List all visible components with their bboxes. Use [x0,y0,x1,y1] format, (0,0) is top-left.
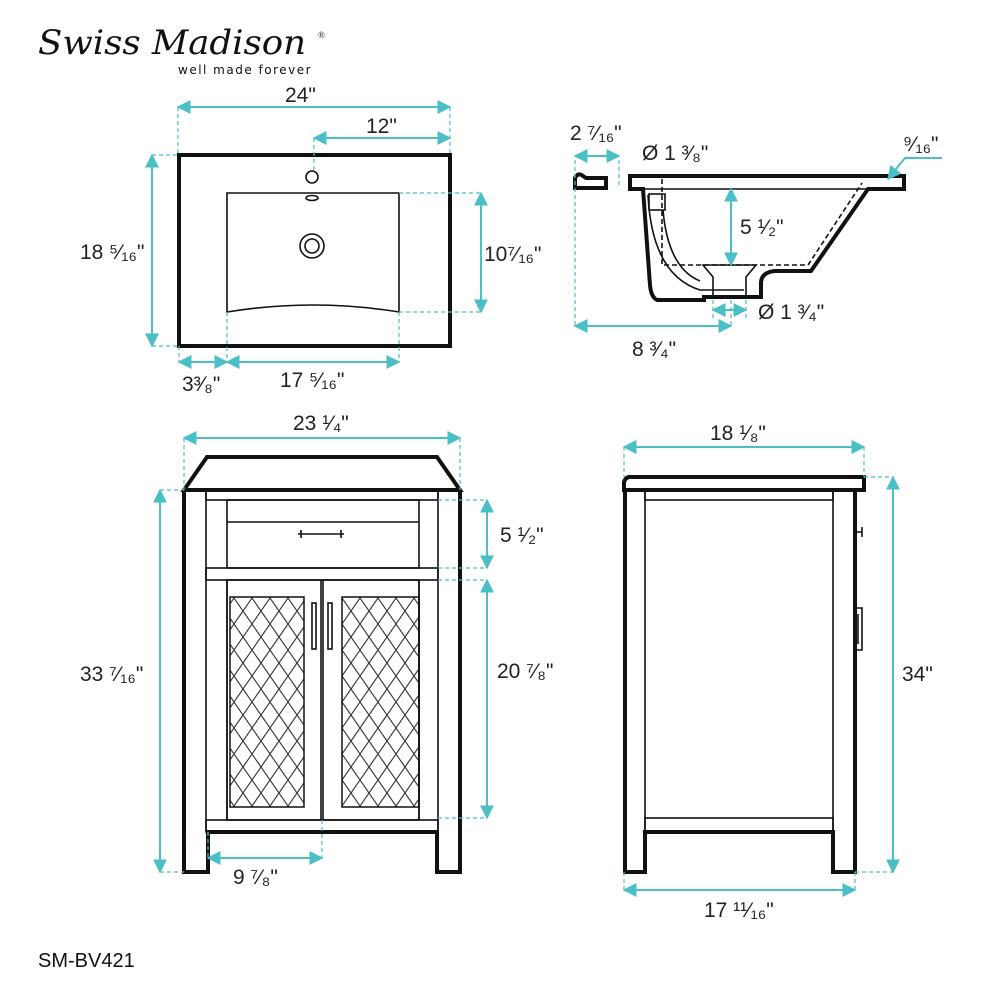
dim-top-depth: 18 ⁵⁄₁₆" [80,241,144,264]
side-top [622,474,866,492]
dim-top-width: 24" [285,84,316,107]
model-number: SM-BV421 [38,950,135,972]
brand-logo: Swiss Madison ® well made forever [38,23,325,77]
side-frame [623,490,857,874]
svg-text:®: ® [318,30,325,40]
lattice-panel-left [229,596,305,808]
dim-front-height: 33 ⁷⁄₁₆" [80,663,143,686]
svg-text:Swiss Madison: Swiss Madison [38,23,306,63]
countertop-outline [177,153,452,348]
overflow [305,194,319,202]
dim-basin-offset: 3³⁄₈" [182,373,220,396]
drain-icon [299,233,325,259]
dim-faucet-offset: 12" [366,115,397,138]
door-handle-right [327,602,333,650]
dim-top-thickness: ⁹⁄₁₆" [903,133,939,156]
dim-drain: Ø 1 ³⁄₄" [758,301,824,324]
lattice-panel-right [341,596,420,808]
top-view: 24" 12" 18 ⁵⁄₁₆" 10⁷⁄₁₆" 3³⁄₈" 17 ⁵⁄₁₆" [80,84,541,396]
section-view: 2 ⁷⁄₁₆" Ø 1 ³⁄₈" ⁹⁄₁₆" 5 ¹⁄₂" Ø 1 ³⁄₄" 8… [570,122,942,361]
svg-text:well made forever: well made forever [178,63,312,77]
dim-back-lip: 2 ⁷⁄₁₆" [570,122,622,145]
basin-section [628,174,906,302]
door-handle-left [311,602,317,650]
dim-drawer-height: 5 ¹⁄₂" [500,524,544,547]
drawer-handle [298,530,344,538]
dim-side-depth: 18 ¹⁄₈" [710,422,766,445]
vanity-top [180,455,464,492]
dim-drain-offset: 8 ³⁄₄" [632,338,676,361]
dim-faucet-hole: Ø 1 ³⁄₈" [642,142,708,165]
door-left [226,579,322,821]
dim-front-width: 23 ¹⁄₄" [293,412,349,435]
dim-basin-width: 17 ⁵⁄₁₆" [280,369,344,392]
side-view: 18 ¹⁄₈" 34" 17 ¹¹⁄₁₆" [622,422,933,922]
drain-inner [304,238,320,254]
dim-door-height: 20 ⁷⁄₈" [497,660,553,683]
drawer-handle-side [855,527,863,537]
dim-bowl-depth: 5 ¹⁄₂" [740,216,784,239]
front-view: 23 ¹⁄₄" 33 ⁷⁄₁₆" 5 ¹⁄₂" 20 ⁷⁄₈" 9 ⁷⁄₈" [80,412,553,889]
dim-base-depth: 17 ¹¹⁄₁₆" [704,899,774,922]
dim-basin-depth: 10⁷⁄₁₆" [484,243,541,266]
dim-door-width: 9 ⁷⁄₈" [233,866,278,889]
back-lip [573,172,608,190]
dim-side-height: 34" [902,663,933,686]
door-handle-side [855,607,863,651]
basin-outline [226,192,400,313]
faucet-hole [305,170,319,184]
